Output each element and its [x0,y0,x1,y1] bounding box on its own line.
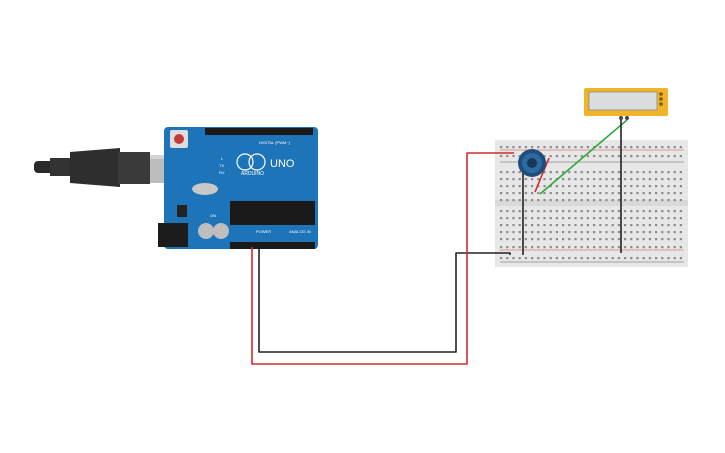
brand-label: ARDUINO [241,171,264,177]
potentiometer-icon[interactable] [518,149,546,177]
power-analog-header[interactable] [230,242,315,249]
signal-wire[interactable] [539,119,628,195]
rx-label: RX [219,170,225,175]
usb-cable-icon[interactable] [34,148,184,187]
power-jack[interactable] [158,223,188,247]
power-wire[interactable] [251,152,514,365]
arduino-uno-board[interactable]: ARDUINO UNO DIGITAL (PWM~) POWER ANALOG … [158,127,318,249]
digital-header[interactable] [205,128,313,135]
pot-power-wire[interactable] [534,157,550,193]
analog-label: ANALOG IN [289,229,311,234]
model-label: UNO [270,158,295,170]
on-label: ON [210,213,216,218]
capacitor-2 [213,223,229,239]
lcd-module-icon[interactable] [584,88,668,120]
capacitor-1 [198,223,214,239]
breadboard-holes[interactable] [500,146,682,260]
wires[interactable] [251,118,628,365]
atmega-chip [230,201,315,225]
tx-label: TX [219,163,224,168]
digital-label: DIGITAL (PWM~) [259,140,291,145]
l-label: L [221,156,224,161]
power-label: POWER [256,229,271,234]
ground-wire[interactable] [258,247,511,353]
